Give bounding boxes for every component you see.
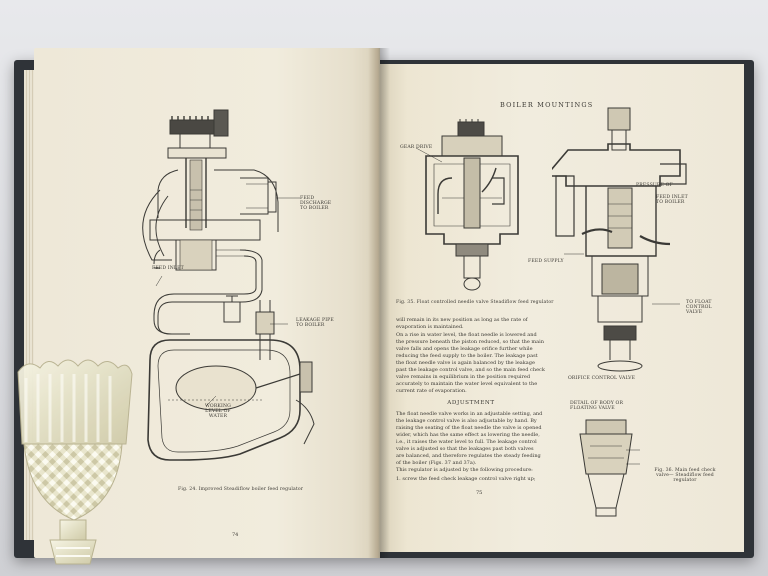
glass-thistle-vase	[17, 359, 133, 565]
body-line: past the leakage control valve, and so t…	[396, 367, 545, 373]
body-line: evaporation is maintained.	[396, 324, 464, 330]
body-line: of the boiler (Figs. 37 and 37a).	[396, 460, 477, 466]
label-feed-inlet: FEED INLET	[152, 266, 184, 271]
body-line: On a rise in water level, the float need…	[396, 332, 537, 338]
label-feed-supply: FEED SUPPLY	[528, 259, 564, 264]
label-orifice: ORIFICE CONTROL VALVE	[568, 376, 636, 381]
body-line: the pressure beneath the piston reduced,…	[396, 339, 544, 345]
body-line: reducing the feed supply to the boiler. …	[396, 353, 538, 359]
body-line: i.e., it raises the water level to full.…	[396, 439, 537, 445]
label-detail: DETAIL OF BODY OR FLOATING VALVE	[570, 401, 624, 411]
label-feed-inlet-boiler: FEED INLET TO BOILER	[656, 195, 688, 205]
body-line: are balanced, and therefore regulates th…	[396, 453, 541, 459]
body-line: This regulator is adjusted by the follow…	[396, 467, 533, 473]
running-head: BOILER MOUNTINGS	[500, 101, 594, 109]
label-gear-drive: GEAR DRIVE	[400, 145, 433, 150]
label-float-control: TO FLOAT CONTROL VALVE	[686, 300, 712, 315]
needle-valve-drawing	[415, 119, 519, 291]
left-figure-caption: Fig. 24. Improved Steadiflow boiler feed…	[178, 487, 304, 492]
body-line: accurately to maintain the water level e…	[396, 381, 538, 387]
body-line: valve remains in equilibrium in the posi…	[396, 374, 531, 380]
section-heading: ADJUSTMENT	[447, 400, 495, 406]
body-line: The float needle valve works in an adjus…	[396, 411, 543, 417]
left-page-number: 74	[232, 532, 239, 538]
label-leakage-pipe: LEAKAGE PIPE TO BOILER	[296, 318, 334, 328]
body-line: will remain in its new position as long …	[396, 317, 528, 323]
right-figure-caption-side: Fig. 36. Main feed check valve— Steadifl…	[654, 468, 716, 483]
body-line: the float needle valve is again balanced…	[396, 360, 535, 366]
body-line: valve is adjusted so that the leakages p…	[396, 446, 534, 452]
right-figure-caption-top: Fig. 35. Float controlled needle valve S…	[396, 300, 554, 305]
body-line: current rate of evaporation.	[396, 388, 467, 394]
label-water-level: WORKING LEVEL OF WATER	[205, 404, 231, 419]
body-line: wider, which has the same effect as lowe…	[396, 432, 540, 438]
feed-check-valve-drawing	[552, 107, 687, 372]
float-valve-detail-drawing	[579, 419, 640, 517]
body-line: raising the seating of the float needle …	[396, 425, 542, 431]
left-technical-drawing	[142, 109, 315, 461]
label-feed-discharge: FEED DISCHARGE TO BOILER	[300, 196, 332, 211]
right-page	[378, 64, 744, 552]
body-line: the leakage control valve is also adjust…	[396, 418, 537, 424]
book-gutter	[368, 48, 390, 558]
label-pressure-of: PRESSURE OF	[636, 183, 673, 188]
right-page-number: 75	[476, 490, 483, 496]
body-line: 1. screw the feed check leakage control …	[396, 476, 536, 482]
body-line: valve falls and opens the leakage orific…	[396, 346, 533, 352]
